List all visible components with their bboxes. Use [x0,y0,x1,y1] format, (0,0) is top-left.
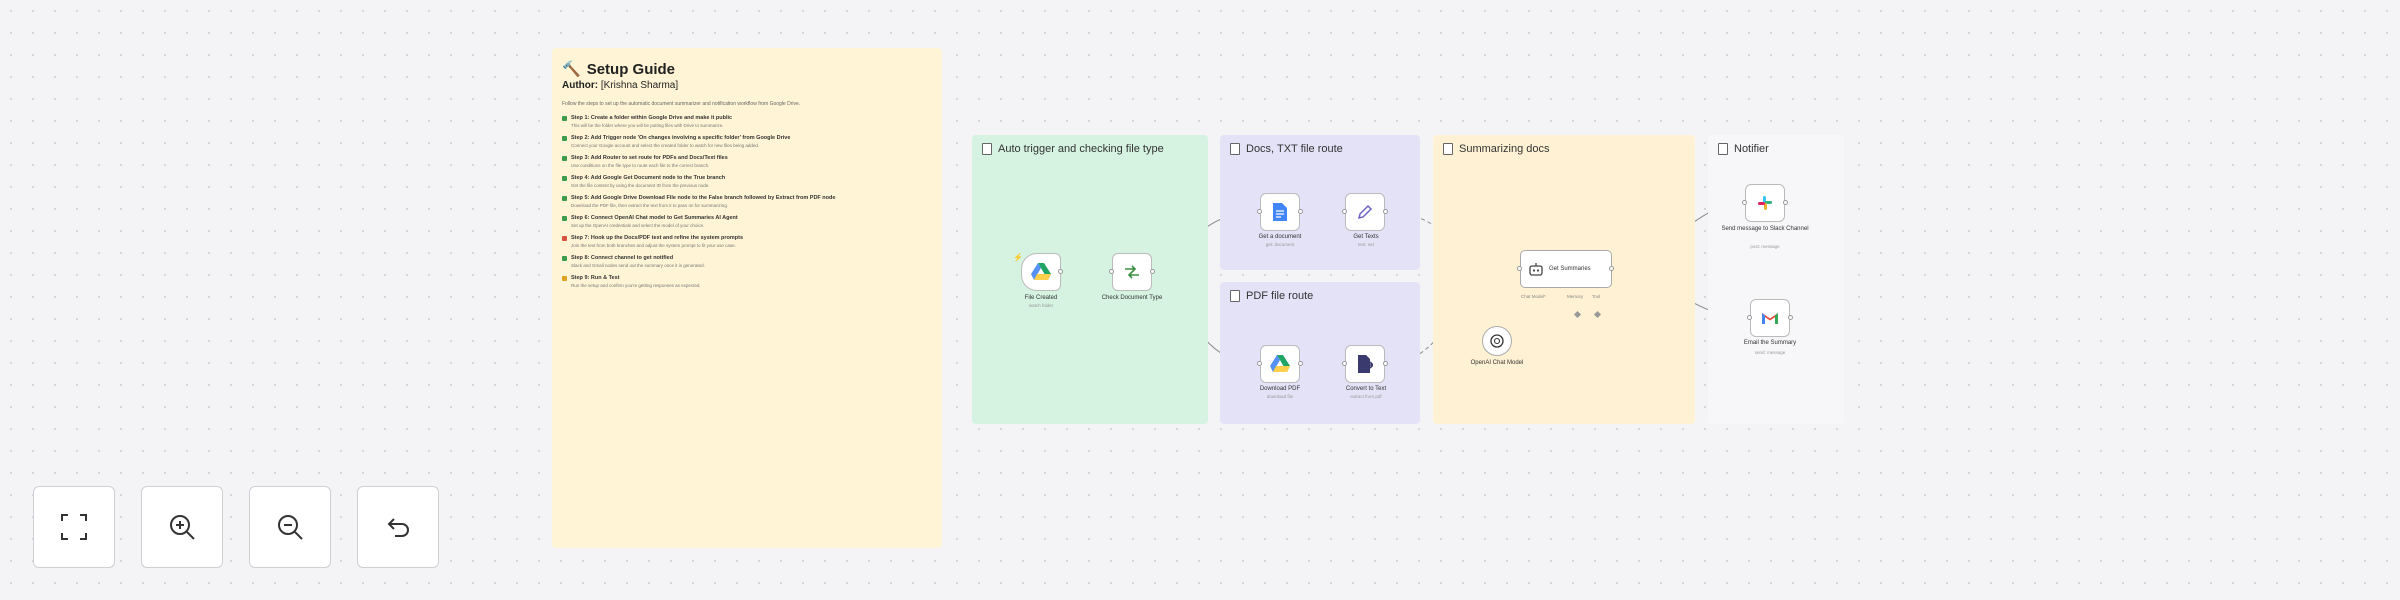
guide-steps: Step 1: Create a folder within Google Dr… [562,115,932,288]
output-port[interactable] [1609,266,1614,271]
guide-title: 🔨 Setup Guide [562,60,676,79]
check-icon [562,195,567,201]
undo-icon [387,518,409,537]
output-port[interactable] [1058,269,1063,274]
input-port[interactable] [1257,361,1262,366]
zoom-in-button[interactable] [141,486,223,568]
check-icon [562,155,567,161]
check-icon [562,175,567,181]
convert-to-text-node[interactable] [1345,345,1385,383]
gmail-icon [1762,313,1778,324]
openai-chat-model-label: OpenAI Chat Model [1470,360,1524,366]
input-port[interactable] [1742,200,1747,205]
convert-to-text-sub: extract from pdf [1350,394,1382,399]
chat-model-port-label: Chat Model* [1521,294,1546,299]
check-icon [562,135,567,141]
robot-icon [1529,262,1543,276]
guide-step: Step 2: Add Trigger node 'On changes inv… [562,135,932,148]
google-docs-icon [1273,203,1287,221]
slack-sub: post: message [1750,244,1780,249]
pencil-icon [562,275,567,281]
google-drive-icon [1031,263,1051,280]
input-port[interactable] [1517,266,1522,271]
zoom-in-icon [170,515,195,540]
get-document-label: Get a document [1258,234,1302,240]
get-document-sub: get: document [1265,242,1295,247]
get-document-node[interactable] [1260,193,1300,231]
input-port[interactable] [1342,209,1347,214]
guide-intro: Follow the steps to set up the automatic… [562,101,801,107]
guide-step: Step 5: Add Google Drive Download File n… [562,195,932,208]
download-pdf-node[interactable] [1260,345,1300,383]
input-port[interactable] [1257,209,1262,214]
note-icon [1230,143,1240,155]
gmail-node[interactable] [1750,299,1790,337]
check-document-type-node[interactable] [1112,253,1152,291]
file-created-label: File Created [1024,295,1058,301]
get-texts-node[interactable] [1345,193,1385,231]
note-icon [982,143,992,155]
check-icon [562,115,567,121]
extract-file-icon [1358,355,1373,373]
hammer-icon: 🔨 [562,61,581,78]
file-created-sub: watch folder [1028,303,1054,308]
gmail-sub: send: message [1754,350,1786,355]
switch-icon [1125,265,1139,279]
group-notifier-note[interactable]: Notifier [1708,135,1844,424]
slack-icon [1758,196,1772,210]
output-port[interactable] [1383,209,1388,214]
guide-step: Step 6: Connect OpenAI Chat model to Get… [562,215,932,228]
note-icon [1443,143,1453,155]
guide-step: Step 4: Add Google Get Document node to … [562,175,932,188]
file-created-node[interactable] [1021,253,1061,291]
get-texts-label: Get Texts [1353,234,1379,240]
group-trigger-note[interactable]: Auto trigger and checking file type [972,135,1208,424]
input-port[interactable] [1747,315,1752,320]
pencil-edit-icon [1357,204,1373,220]
input-port[interactable] [1342,361,1347,366]
note-icon [1230,290,1240,302]
fit-view-button[interactable] [33,486,115,568]
trigger-bolt-icon: ⚡ [1013,253,1023,262]
slack-node[interactable] [1745,184,1785,222]
output-port[interactable] [1788,315,1793,320]
download-pdf-sub: download file [1266,394,1294,399]
output-port[interactable] [1150,269,1155,274]
zoom-out-icon [278,515,303,540]
get-summaries-label: Get Summaries [1549,266,1591,272]
guide-author: Author: [Krishna Sharma] [562,80,679,91]
openai-chat-model-node[interactable] [1482,326,1512,356]
guide-step: Step 3: Add Router to set route for PDFs… [562,155,932,168]
check-document-type-label: Check Document Type [1101,295,1163,301]
output-port[interactable] [1298,361,1303,366]
note-icon [1718,143,1728,155]
setup-guide-note[interactable]: 🔨 Setup Guide Author: [Krishna Sharma] F… [552,48,942,548]
openai-icon [1490,334,1504,348]
get-texts-sub: text: set [1358,242,1374,247]
zoom-out-button[interactable] [249,486,331,568]
input-port[interactable] [1109,269,1114,274]
reset-zoom-button[interactable] [357,486,439,568]
download-pdf-label: Download PDF [1259,386,1301,392]
output-port[interactable] [1298,209,1303,214]
guide-step: Step 1: Create a folder within Google Dr… [562,115,932,128]
check-icon [562,255,567,261]
check-icon [562,215,567,221]
group-docs-note[interactable]: Docs, TXT file route [1220,135,1420,270]
gmail-label: Email the Summary [1743,340,1797,346]
output-port[interactable] [1383,361,1388,366]
group-pdf-note[interactable]: PDF file route [1220,282,1420,424]
tool-port-label: Tool [1592,294,1601,299]
slack-label: Send message to Slack Channel [1721,226,1809,232]
memory-port-label: Memory [1567,294,1584,299]
output-port[interactable] [1783,200,1788,205]
convert-to-text-label: Convert to Text [1345,386,1387,392]
guide-step: Step 7: Hook up the Docs/PDF text and re… [562,235,932,248]
get-summaries-agent-node[interactable]: Get Summaries [1520,250,1612,288]
google-drive-icon [1270,355,1290,372]
todo-icon [562,235,567,241]
fit-view-icon [61,514,87,540]
